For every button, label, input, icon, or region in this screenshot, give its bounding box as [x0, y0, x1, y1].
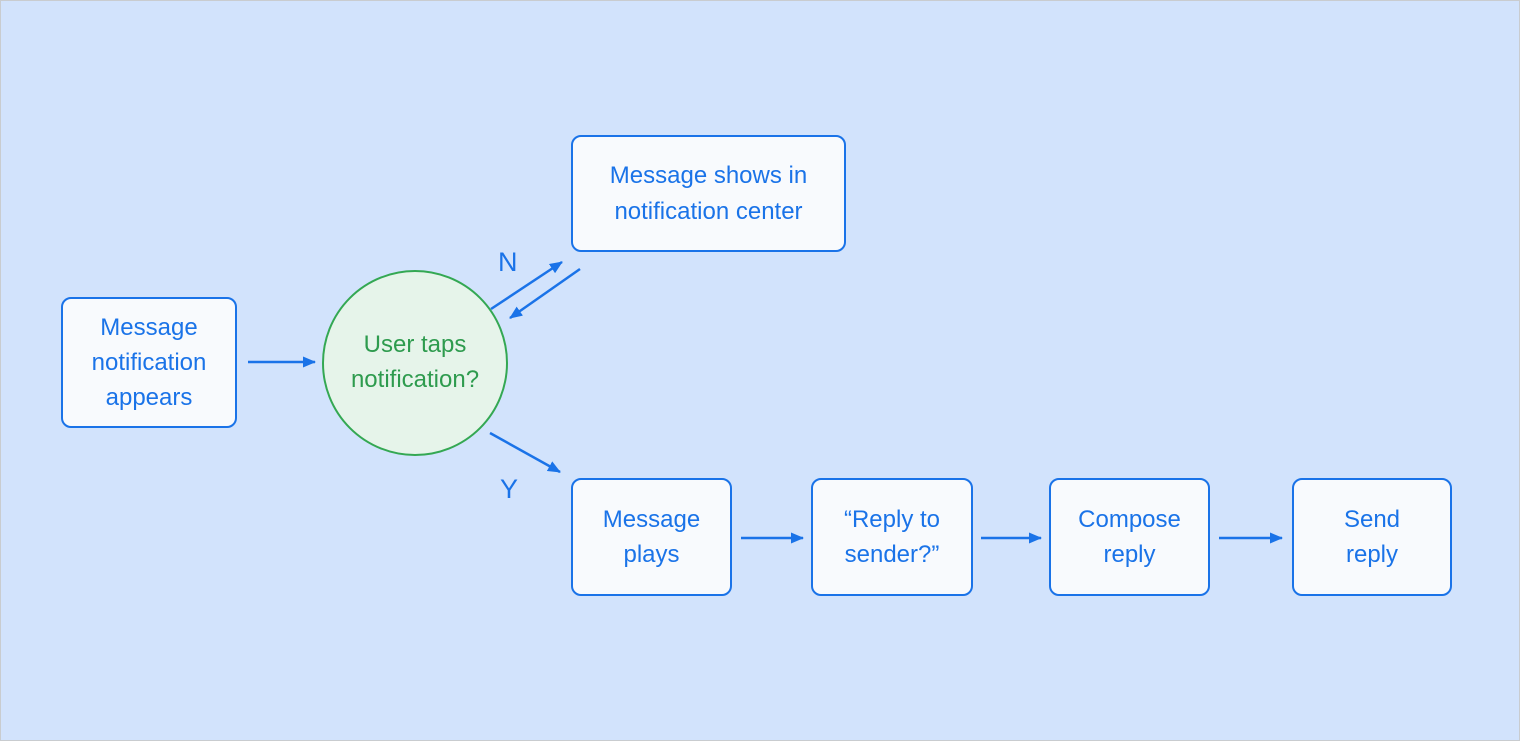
node-label: “Reply to sender?” [843, 505, 941, 568]
node-reply-to-sender: “Reply to sender?” [811, 478, 973, 596]
node-label: Message shows in notification center [609, 162, 808, 225]
node-send-reply: Send reply [1292, 478, 1452, 596]
node-label: Message notification appears [91, 313, 207, 412]
edge-label-yes: Y [500, 474, 519, 504]
node-label: Compose reply [1078, 505, 1181, 568]
arrow-decision-to-message-plays [489, 431, 561, 474]
node-label: Message plays [602, 505, 701, 568]
node-message-notification-appears: Message notification appears [61, 297, 237, 428]
node-label: User taps notification? [350, 331, 480, 393]
node-compose-reply: Compose reply [1049, 478, 1210, 596]
node-message-shows-in-notification-center: Message shows in notification center [571, 135, 846, 252]
node-label: Send reply [1343, 505, 1401, 568]
node-message-plays: Message plays [571, 478, 732, 596]
node-user-taps-notification-decision: User taps notification? [322, 270, 508, 456]
edge-label-no: N [498, 247, 518, 277]
arrow-notification-center-to-decision [509, 267, 581, 320]
